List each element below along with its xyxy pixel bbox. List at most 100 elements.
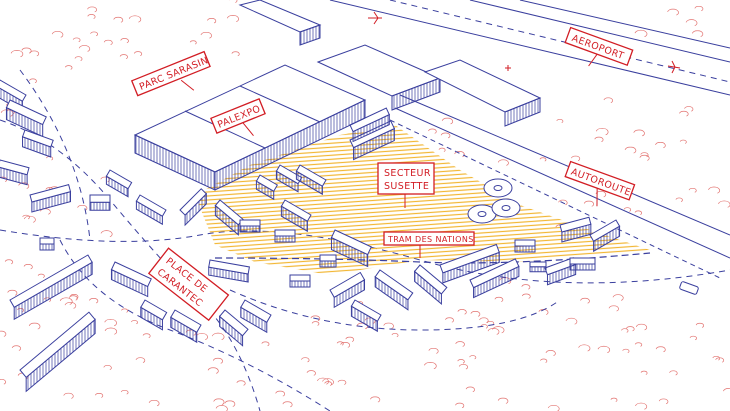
tree-scribble [428, 128, 437, 134]
building [21, 129, 54, 158]
tree-scribble [679, 139, 687, 144]
tree-scribble [10, 50, 24, 58]
tree-scribble [633, 129, 645, 137]
building [29, 184, 72, 213]
tree-scribble [521, 293, 531, 299]
tree-scribble [29, 78, 37, 84]
tree-scribble [120, 389, 129, 395]
tree-scribble [640, 152, 649, 158]
building [514, 239, 536, 253]
building [439, 243, 500, 284]
building [19, 311, 96, 393]
tree-scribble [23, 264, 33, 270]
tree-scribble [121, 308, 129, 313]
tree-scribble [635, 402, 648, 410]
tree-scribble [691, 30, 704, 37]
tree-scribble [87, 6, 97, 13]
tree-scribble [68, 295, 78, 301]
round-buildings [467, 178, 521, 224]
label-susette-text: SUSETTE [384, 181, 429, 192]
building [589, 219, 621, 253]
tree-scribble [655, 142, 666, 149]
label-tram-des-nations: TRAM DES NATIONS [383, 231, 475, 258]
tree-scribble [103, 365, 112, 370]
building [255, 174, 279, 201]
tree-scribble [455, 341, 465, 347]
tree-scribble [465, 386, 475, 392]
tree-scribble [195, 333, 208, 340]
airport-runway [329, 0, 730, 96]
tree-scribble [317, 377, 329, 385]
tree-scribble [200, 31, 212, 39]
building [170, 309, 202, 344]
tree-scribble [207, 18, 217, 24]
tree-scribble [46, 156, 54, 161]
tree-scribble [634, 29, 648, 38]
tree-scribble [11, 345, 22, 351]
label-aeroport: AEROPORT [564, 26, 634, 67]
tree-scribble [545, 350, 556, 357]
tree-scribble [578, 344, 591, 352]
tree-scribble [689, 335, 697, 341]
tree-scribble [597, 345, 611, 354]
tree-scribble [494, 296, 504, 303]
tree-scribble [113, 16, 124, 23]
tree-scribble [63, 392, 74, 399]
building [413, 264, 448, 306]
tree-scribble [571, 155, 581, 161]
airplane-icons [368, 11, 681, 74]
tree-scribble [723, 388, 730, 392]
tree-scribble [445, 317, 454, 323]
tree-scribble [236, 380, 246, 386]
tree-scribble [679, 110, 689, 117]
tree-scribble [487, 328, 500, 335]
building [329, 271, 366, 309]
tree-scribble [667, 8, 679, 16]
tree-scribble [64, 65, 73, 70]
tree-scribble [623, 207, 632, 212]
building [569, 257, 596, 271]
tree-scribble [718, 200, 730, 208]
tree-scribble [457, 359, 465, 364]
tree-scribble [497, 397, 509, 404]
tree-scribble [694, 5, 704, 12]
tree-scribble [708, 186, 721, 194]
building [239, 219, 261, 233]
tree-scribble [469, 355, 477, 360]
tree-scribble [565, 317, 578, 325]
label-parc-sarasin: PARC SARASIN [130, 50, 211, 97]
label-secteur-susette: SECTEUR SUSETTE [377, 162, 435, 208]
tree-scribble [207, 367, 219, 374]
tree-scribble [454, 151, 465, 158]
tree-scribble [322, 378, 334, 386]
building [0, 159, 30, 186]
building [110, 261, 152, 298]
tree-scribble [540, 358, 548, 363]
tree-scribble [135, 357, 146, 363]
label-secteur-text: SECTEUR [384, 168, 431, 179]
building [89, 194, 111, 211]
tree-scribble [658, 398, 669, 405]
tree-scribble [655, 346, 666, 353]
airport-terminal [238, 0, 542, 127]
building [330, 229, 372, 268]
building [275, 164, 303, 193]
tree-scribble [455, 402, 465, 409]
tree-scribble [438, 147, 446, 152]
tree-scribble [189, 40, 197, 45]
tree-scribble [148, 399, 160, 407]
tree-scribble [345, 336, 355, 342]
tree-scribble [521, 284, 531, 290]
tree-scribble [603, 97, 614, 103]
tree-scribble [391, 333, 399, 338]
building [559, 216, 592, 243]
tree-scribble [0, 378, 7, 385]
secteur-susette-area [195, 125, 650, 275]
building [350, 299, 382, 333]
building [274, 229, 296, 243]
tree-scribble [715, 357, 725, 363]
tree-scribble [95, 393, 104, 398]
tree-scribble [634, 210, 642, 215]
tree-scribble [228, 0, 238, 3]
tree-scribble [104, 318, 117, 327]
